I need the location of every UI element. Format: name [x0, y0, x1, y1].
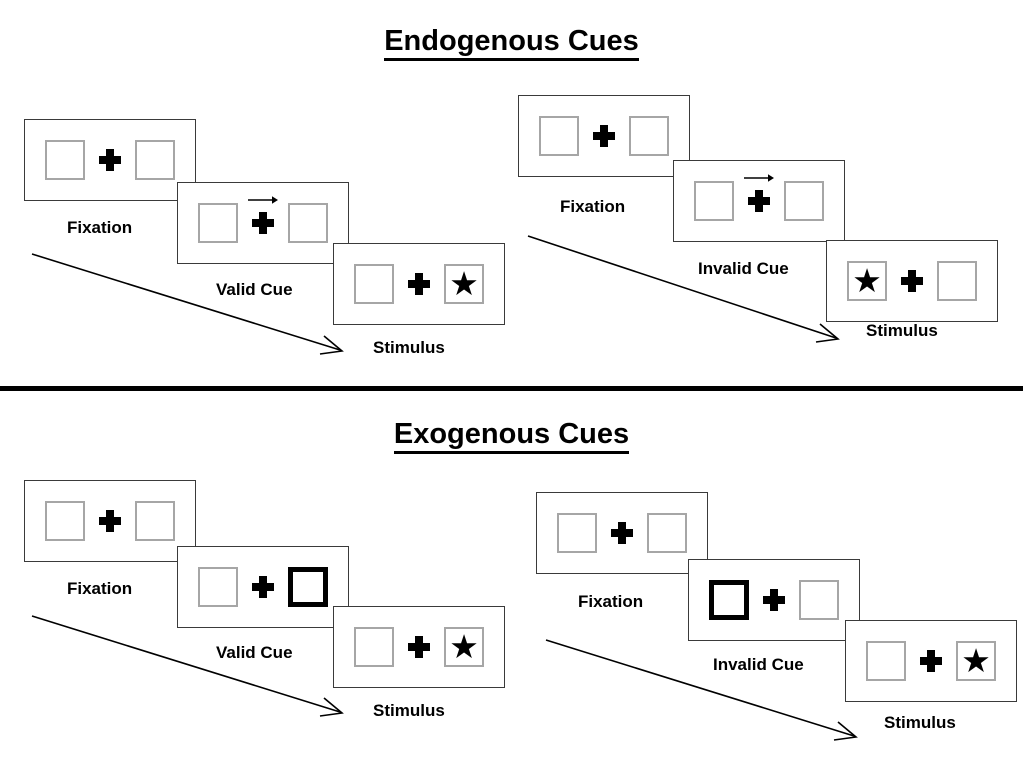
- plus-icon: [248, 196, 278, 234]
- panel-content: ★: [847, 261, 977, 301]
- caption-exogenous-valid-cue: Valid Cue: [216, 643, 293, 662]
- panel-endogenous-valid-cue: [177, 182, 349, 264]
- right-box-cued: [288, 567, 328, 607]
- right-box: ★: [956, 641, 996, 681]
- caption-exogenous-valid-fixation: Fixation: [67, 579, 133, 598]
- plus-icon: [252, 576, 274, 598]
- left-box: [198, 203, 238, 243]
- arrow-right-icon: [248, 196, 278, 204]
- panel-content: [709, 580, 839, 620]
- panel-exogenous-invalid-cue: [688, 559, 860, 641]
- caption-exogenous-invalid-fixation: Fixation: [578, 592, 644, 611]
- plus-icon: [408, 273, 430, 295]
- caption-exogenous-valid-stimulus: Stimulus: [373, 701, 445, 720]
- star-icon: ★: [449, 627, 479, 665]
- right-box: [629, 116, 669, 156]
- panel-endogenous-invalid-cue: [673, 160, 845, 242]
- plus-icon: [408, 636, 430, 658]
- left-box: ★: [847, 261, 887, 301]
- panel-endogenous-valid-stimulus: ★: [333, 243, 505, 325]
- panel-endogenous-valid-fixation: [24, 119, 196, 201]
- left-box: [557, 513, 597, 553]
- right-box: ★: [444, 264, 484, 304]
- time-arrow-icon-exogenous-valid: [31, 615, 344, 717]
- star-icon: ★: [852, 261, 882, 299]
- left-box-cued: [709, 580, 749, 620]
- caption-endogenous-valid-cue: Valid Cue: [216, 280, 293, 299]
- panel-content: [198, 196, 328, 243]
- plus-icon: [901, 270, 923, 292]
- right-box: [937, 261, 977, 301]
- caption-exogenous-invalid-stimulus: Stimulus: [884, 713, 956, 732]
- left-box: [354, 627, 394, 667]
- left-box: [45, 140, 85, 180]
- left-box: [354, 264, 394, 304]
- panel-endogenous-invalid-stimulus: ★: [826, 240, 998, 322]
- left-box: [694, 181, 734, 221]
- section-title-endogenous: Endogenous Cues: [0, 25, 1023, 61]
- panel-content: ★: [354, 627, 484, 667]
- panel-content: [45, 501, 175, 541]
- right-box: [799, 580, 839, 620]
- plus-icon: [593, 125, 615, 147]
- star-icon: ★: [961, 641, 991, 679]
- left-box: [866, 641, 906, 681]
- arrow-right-icon: [744, 174, 774, 182]
- panel-exogenous-valid-stimulus: ★: [333, 606, 505, 688]
- plus-icon: [99, 510, 121, 532]
- left-box: [539, 116, 579, 156]
- section-title-exogenous: Exogenous Cues: [0, 418, 1023, 454]
- panel-exogenous-invalid-fixation: [536, 492, 708, 574]
- time-arrow-icon-endogenous-invalid: [527, 235, 840, 343]
- plus-icon: [611, 522, 633, 544]
- panel-content: [539, 116, 669, 156]
- panel-content: ★: [866, 641, 996, 681]
- right-box: [784, 181, 824, 221]
- panel-content: [198, 567, 328, 607]
- panel-exogenous-valid-fixation: [24, 480, 196, 562]
- plus-icon: [99, 149, 121, 171]
- caption-endogenous-valid-fixation: Fixation: [67, 218, 133, 237]
- right-box: [288, 203, 328, 243]
- right-box: [135, 501, 175, 541]
- panel-exogenous-valid-cue: [177, 546, 349, 628]
- panel-content: [45, 140, 175, 180]
- star-icon: ★: [449, 264, 479, 302]
- caption-exogenous-invalid-cue: Invalid Cue: [713, 655, 804, 674]
- time-arrow-icon-endogenous-valid: [31, 253, 344, 355]
- plus-icon: [744, 174, 774, 212]
- right-box: [135, 140, 175, 180]
- section-divider: [0, 386, 1023, 391]
- panel-content: [694, 174, 824, 221]
- panel-content: [557, 513, 687, 553]
- panel-content: ★: [354, 264, 484, 304]
- left-box: [198, 567, 238, 607]
- plus-icon: [763, 589, 785, 611]
- caption-endogenous-invalid-stimulus: Stimulus: [866, 321, 938, 340]
- section-title-endogenous-text: Endogenous Cues: [384, 25, 639, 61]
- right-box: [647, 513, 687, 553]
- panel-endogenous-invalid-fixation: [518, 95, 690, 177]
- time-arrow-icon-exogenous-invalid: [545, 639, 858, 741]
- plus-icon: [920, 650, 942, 672]
- caption-endogenous-invalid-fixation: Fixation: [560, 197, 626, 216]
- caption-endogenous-valid-stimulus: Stimulus: [373, 338, 445, 357]
- section-title-exogenous-text: Exogenous Cues: [393, 418, 630, 454]
- left-box: [45, 501, 85, 541]
- caption-endogenous-invalid-cue: Invalid Cue: [698, 259, 789, 278]
- panel-exogenous-invalid-stimulus: ★: [845, 620, 1017, 702]
- right-box: ★: [444, 627, 484, 667]
